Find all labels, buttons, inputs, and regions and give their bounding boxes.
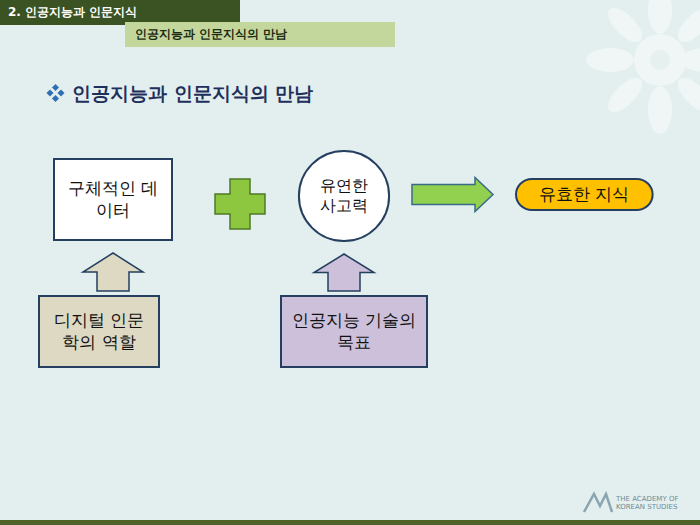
logo-mark [584, 494, 612, 512]
data-box: 구체적인 데이터 [53, 158, 173, 241]
thinking-circle: 유연한 사고력 [298, 150, 390, 242]
flower-ornament [586, 0, 700, 134]
node-text: 2. 인공지능과 인문지식 [8, 5, 137, 20]
node-text: 인공지능 기술의 목표 [290, 310, 418, 353]
node-text: 디지털 인문학의 역할 [46, 310, 152, 353]
logo-text: THE ACADEMY OF KOREAN STUDIES [616, 496, 688, 511]
node-text: 유연한 사고력 [312, 176, 376, 216]
result-pill: 유효한 지식 [515, 178, 653, 211]
block-arrow [412, 178, 493, 212]
plus-symbol [215, 179, 265, 229]
bottom-rule [0, 520, 700, 525]
goal-box: 인공지능 기술의 목표 [280, 295, 428, 368]
block-arrow [83, 253, 143, 291]
node-text: 구체적인 데이터 [65, 178, 161, 221]
bullet-symbol [46, 84, 64, 102]
section-band: 인공지능과 인문지식의 만남 [125, 22, 395, 47]
slide-title: 인공지능과 인문지식의 만남 [72, 81, 313, 107]
node-text: 유효한 지식 [539, 184, 629, 205]
node-text: 인공지능과 인문지식의 만남 [135, 27, 287, 42]
block-arrow [314, 254, 374, 291]
role-box: 디지털 인문학의 역할 [38, 295, 160, 368]
